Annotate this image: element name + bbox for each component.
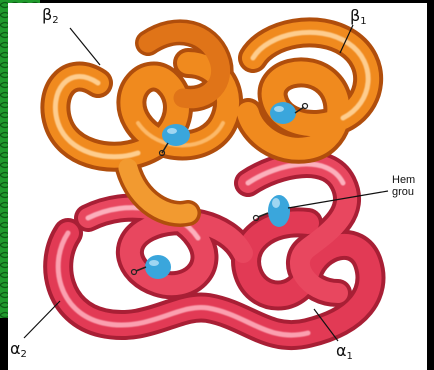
hemoglobin-diagram: β2 β1 Hem grou α2 α1 (8, 3, 427, 370)
beta-chain (55, 32, 368, 214)
leader-beta2 (70, 28, 100, 65)
label-alpha1: α1 (336, 343, 353, 362)
label-beta1: β1 (350, 8, 367, 27)
label-beta2: β2 (42, 7, 59, 26)
leader-alpha2 (24, 301, 60, 338)
label-heme-line2: grou (392, 187, 415, 198)
label-heme-group: Hem grou (392, 175, 415, 198)
hemoglobin-illustration (8, 3, 427, 370)
label-alpha2: α2 (10, 341, 27, 360)
label-heme-line1: Hem (392, 175, 415, 186)
